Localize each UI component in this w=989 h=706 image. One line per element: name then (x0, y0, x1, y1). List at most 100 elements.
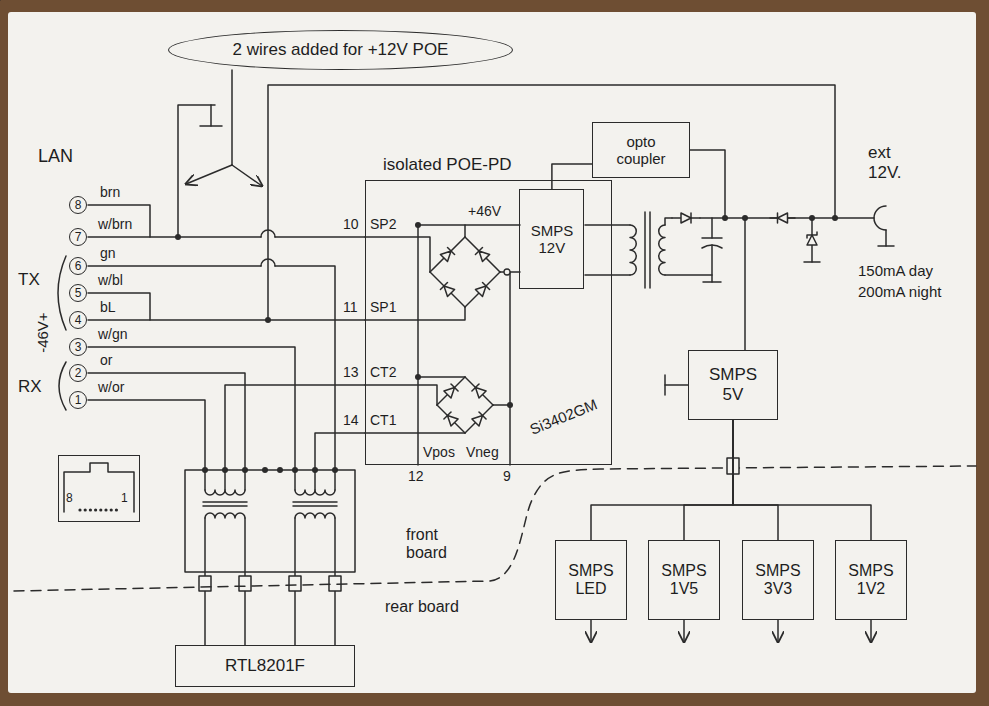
diode-bar (444, 412, 451, 419)
ground-symbol (200, 125, 222, 127)
core-line (644, 212, 646, 288)
smps-box: SMPS 1V2 (835, 540, 907, 620)
transformer-box (185, 470, 355, 572)
jack-pin (110, 508, 113, 511)
wire-color: w/brn (98, 216, 132, 232)
junction-dot (332, 467, 338, 473)
optocoupler-box: opto coupler (592, 122, 690, 178)
wire-color: brn (100, 184, 120, 200)
diode-symbol (475, 286, 486, 297)
wire (418, 376, 465, 378)
coil-winding (295, 513, 335, 518)
junction-dot (415, 222, 421, 228)
board-connector (199, 576, 211, 591)
wire (665, 274, 712, 276)
connector-wire (552, 164, 592, 189)
wire (365, 432, 465, 434)
junction-dot (202, 467, 208, 473)
wire-color: w/gn (98, 326, 128, 342)
diode-symbol (472, 415, 483, 426)
junction-dot (809, 215, 815, 221)
connector-wire (684, 420, 733, 540)
wire (509, 272, 511, 465)
current-note: 200mA night (858, 283, 941, 300)
smps-box: SMPS 3V3 (742, 540, 814, 620)
wire (665, 218, 672, 225)
wire (315, 433, 365, 470)
board-connector (239, 576, 251, 591)
wire (690, 150, 725, 218)
wire (275, 236, 365, 238)
junction-dot (832, 215, 838, 221)
wire (465, 272, 500, 307)
wire (430, 237, 465, 272)
coil-winding (205, 513, 245, 518)
smps-box: SMPS 5V (688, 350, 778, 420)
wire-color: w/or (98, 379, 124, 395)
smps-box: SMPS 12V (519, 189, 584, 289)
board-label: front board (406, 526, 456, 563)
junction-dot (507, 402, 513, 408)
pair-name: TX (18, 270, 40, 290)
wire (437, 377, 465, 405)
ground-symbol (703, 281, 721, 283)
capacitor-plate (702, 237, 722, 239)
wire (585, 224, 630, 226)
leader-arrow (232, 165, 262, 186)
wire (418, 224, 520, 226)
diode-bar (451, 384, 458, 391)
callout-bubble: 2 wires added for +12V POE (168, 30, 513, 70)
wire (711, 218, 713, 238)
board-divider (14, 466, 976, 591)
wire (885, 230, 887, 246)
coil-winding (659, 225, 665, 275)
jack-outline (64, 463, 134, 512)
wire (88, 265, 261, 267)
wire (465, 377, 493, 405)
jack-pin (115, 508, 118, 511)
output-arrow (777, 620, 779, 642)
jack-pin (84, 508, 87, 511)
diode-bar (472, 384, 479, 391)
board-label: rear board (385, 598, 459, 616)
box-text: SMPS 3V3 (748, 562, 808, 599)
bracket (58, 256, 66, 330)
pin-number: 14 (343, 412, 359, 428)
diode-bar (690, 213, 692, 223)
pin-number: 1 (69, 391, 87, 409)
lan-jack-icon: 81 (58, 455, 140, 522)
wire (711, 245, 713, 282)
board-connector (289, 576, 301, 591)
core-line (293, 501, 337, 503)
junction-dot (312, 467, 318, 473)
wire (88, 205, 150, 237)
leader-arrow (186, 165, 232, 184)
voltage-label: -46V+ (34, 312, 51, 352)
poe-pd-module: isolated POE-PDSMPS 12V (365, 180, 612, 465)
wire (465, 405, 493, 433)
wire (744, 218, 746, 350)
wire (437, 405, 465, 433)
poe-12v-wire (178, 105, 215, 237)
pin-number: 8 (69, 196, 87, 214)
box-text: SMPS 5V (701, 365, 765, 404)
diode-symbol (444, 387, 455, 398)
pin-number: 1 (121, 492, 128, 506)
wire (88, 236, 261, 238)
junction-dot (222, 467, 228, 473)
jack-pin (89, 508, 92, 511)
junction-dot (242, 467, 248, 473)
wire (665, 384, 688, 386)
connector-wire (591, 420, 733, 540)
pin-number: 4 (69, 311, 87, 329)
connector-title: LAN (38, 146, 73, 167)
terminal-circle (504, 269, 510, 275)
pin-number: 6 (69, 257, 87, 275)
pin-number: 13 (343, 364, 359, 380)
diode-bar (479, 412, 486, 419)
output-arrow (870, 620, 872, 642)
wire (88, 347, 295, 470)
